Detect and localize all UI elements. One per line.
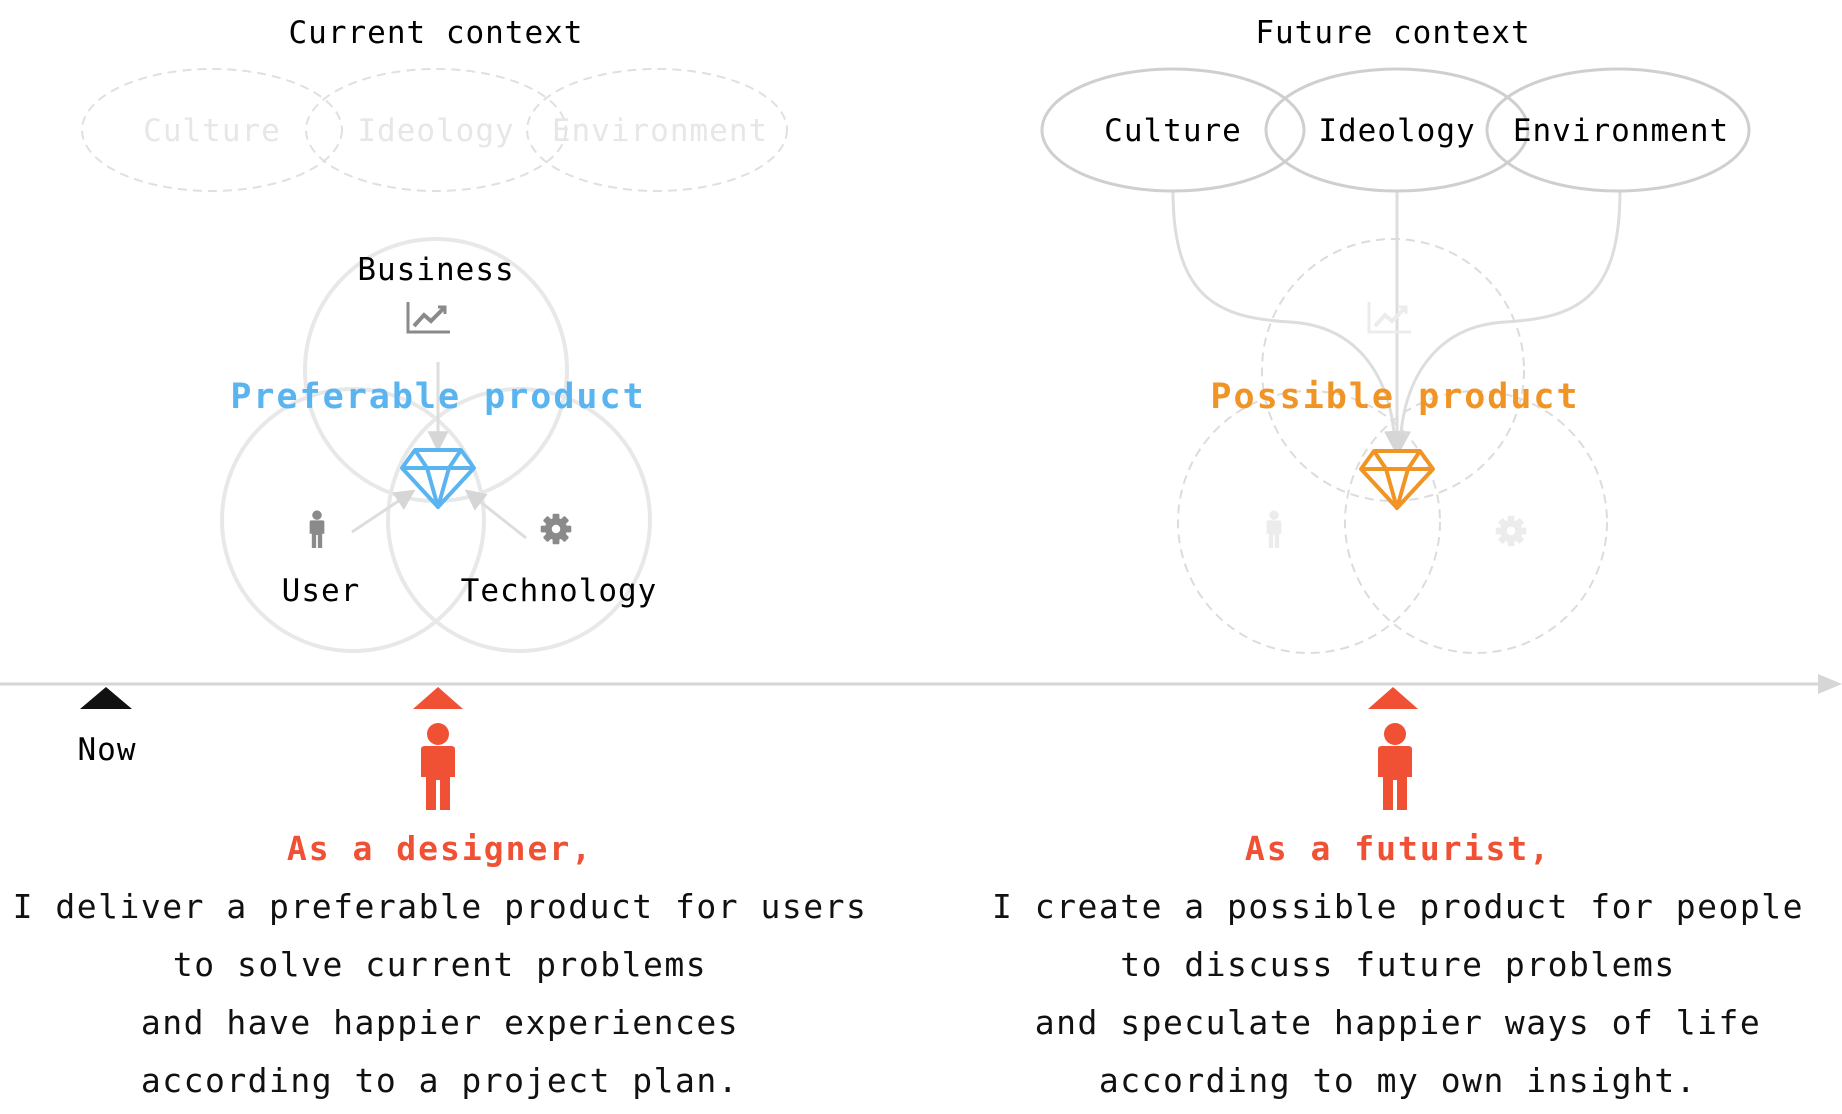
designer-person-icon [421, 723, 455, 810]
designer-marker [413, 687, 463, 709]
gear-icon [540, 513, 572, 545]
futurist-line-3: and speculate happier ways of life [1034, 1003, 1762, 1042]
preferable-diamond-icon [400, 448, 476, 509]
faded-chart-icon [1367, 302, 1411, 334]
current-context-group: Culture Ideology Environment [81, 68, 788, 192]
future-context-group: Culture Ideology Environment [1040, 67, 1751, 193]
technology-circle [386, 387, 652, 653]
designer-heading: As a designer, [286, 829, 594, 868]
user-label: User [282, 573, 361, 609]
technology-label: Technology [461, 573, 658, 609]
culture-connector [1171, 190, 1405, 453]
chart-icon [406, 302, 450, 334]
futurist-line-1: I create a possible product for people [992, 887, 1804, 926]
future-business-circle [1261, 238, 1525, 502]
business-label: Business [357, 252, 514, 288]
possible-diamond-icon [1359, 449, 1435, 510]
future-environment-label: Environment [1513, 113, 1729, 149]
preferable-venn [220, 237, 652, 653]
futurist-line-4: according to my own insight. [1098, 1061, 1698, 1100]
possible-product-label: Possible product [1210, 377, 1579, 417]
designer-caption: As a designer, I deliver a preferable pr… [10, 820, 870, 1110]
future-ideology-label: Ideology [1318, 113, 1475, 149]
current-ideology-label: Ideology [357, 113, 514, 149]
current-environment-label: Environment [552, 113, 768, 149]
preferable-product-label: Preferable product [230, 377, 645, 417]
user-icon [309, 510, 325, 548]
future-context-title: Future context [1255, 15, 1530, 51]
futurist-marker [1368, 687, 1418, 709]
current-context-title: Current context [289, 15, 584, 51]
environment-connector [1390, 190, 1622, 453]
now-label: Now [78, 732, 137, 768]
current-environment-ellipse [526, 68, 788, 192]
future-user-circle [1177, 390, 1441, 654]
current-culture-ellipse [81, 68, 343, 192]
futurist-line-2: to discuss future problems [1120, 945, 1676, 984]
timeline-arrowhead [1818, 674, 1842, 694]
faded-user-icon [1266, 510, 1282, 548]
user-arrow [351, 489, 416, 534]
future-ideology-ellipse [1264, 67, 1530, 193]
faded-gear-icon [1495, 515, 1527, 547]
futurist-person-icon [1378, 723, 1412, 810]
designer-line-1: I deliver a preferable product for users [12, 887, 868, 926]
user-circle [220, 387, 486, 653]
futurist-caption: As a futurist, I create a possible produ… [968, 820, 1828, 1110]
possible-venn [1177, 238, 1608, 654]
designer-line-2: to solve current problems [172, 945, 708, 984]
future-culture-ellipse [1040, 67, 1306, 193]
current-culture-label: Culture [143, 113, 281, 149]
designer-line-3: and have happier experiences [140, 1003, 740, 1042]
future-culture-label: Culture [1104, 113, 1242, 149]
designer-line-4: according to a project plan. [140, 1061, 740, 1100]
future-technology-circle [1344, 390, 1608, 654]
technology-arrow [464, 489, 527, 540]
future-environment-ellipse [1485, 67, 1751, 193]
futurist-heading: As a futurist, [1244, 829, 1552, 868]
now-marker [80, 687, 132, 709]
current-ideology-ellipse [305, 68, 567, 192]
